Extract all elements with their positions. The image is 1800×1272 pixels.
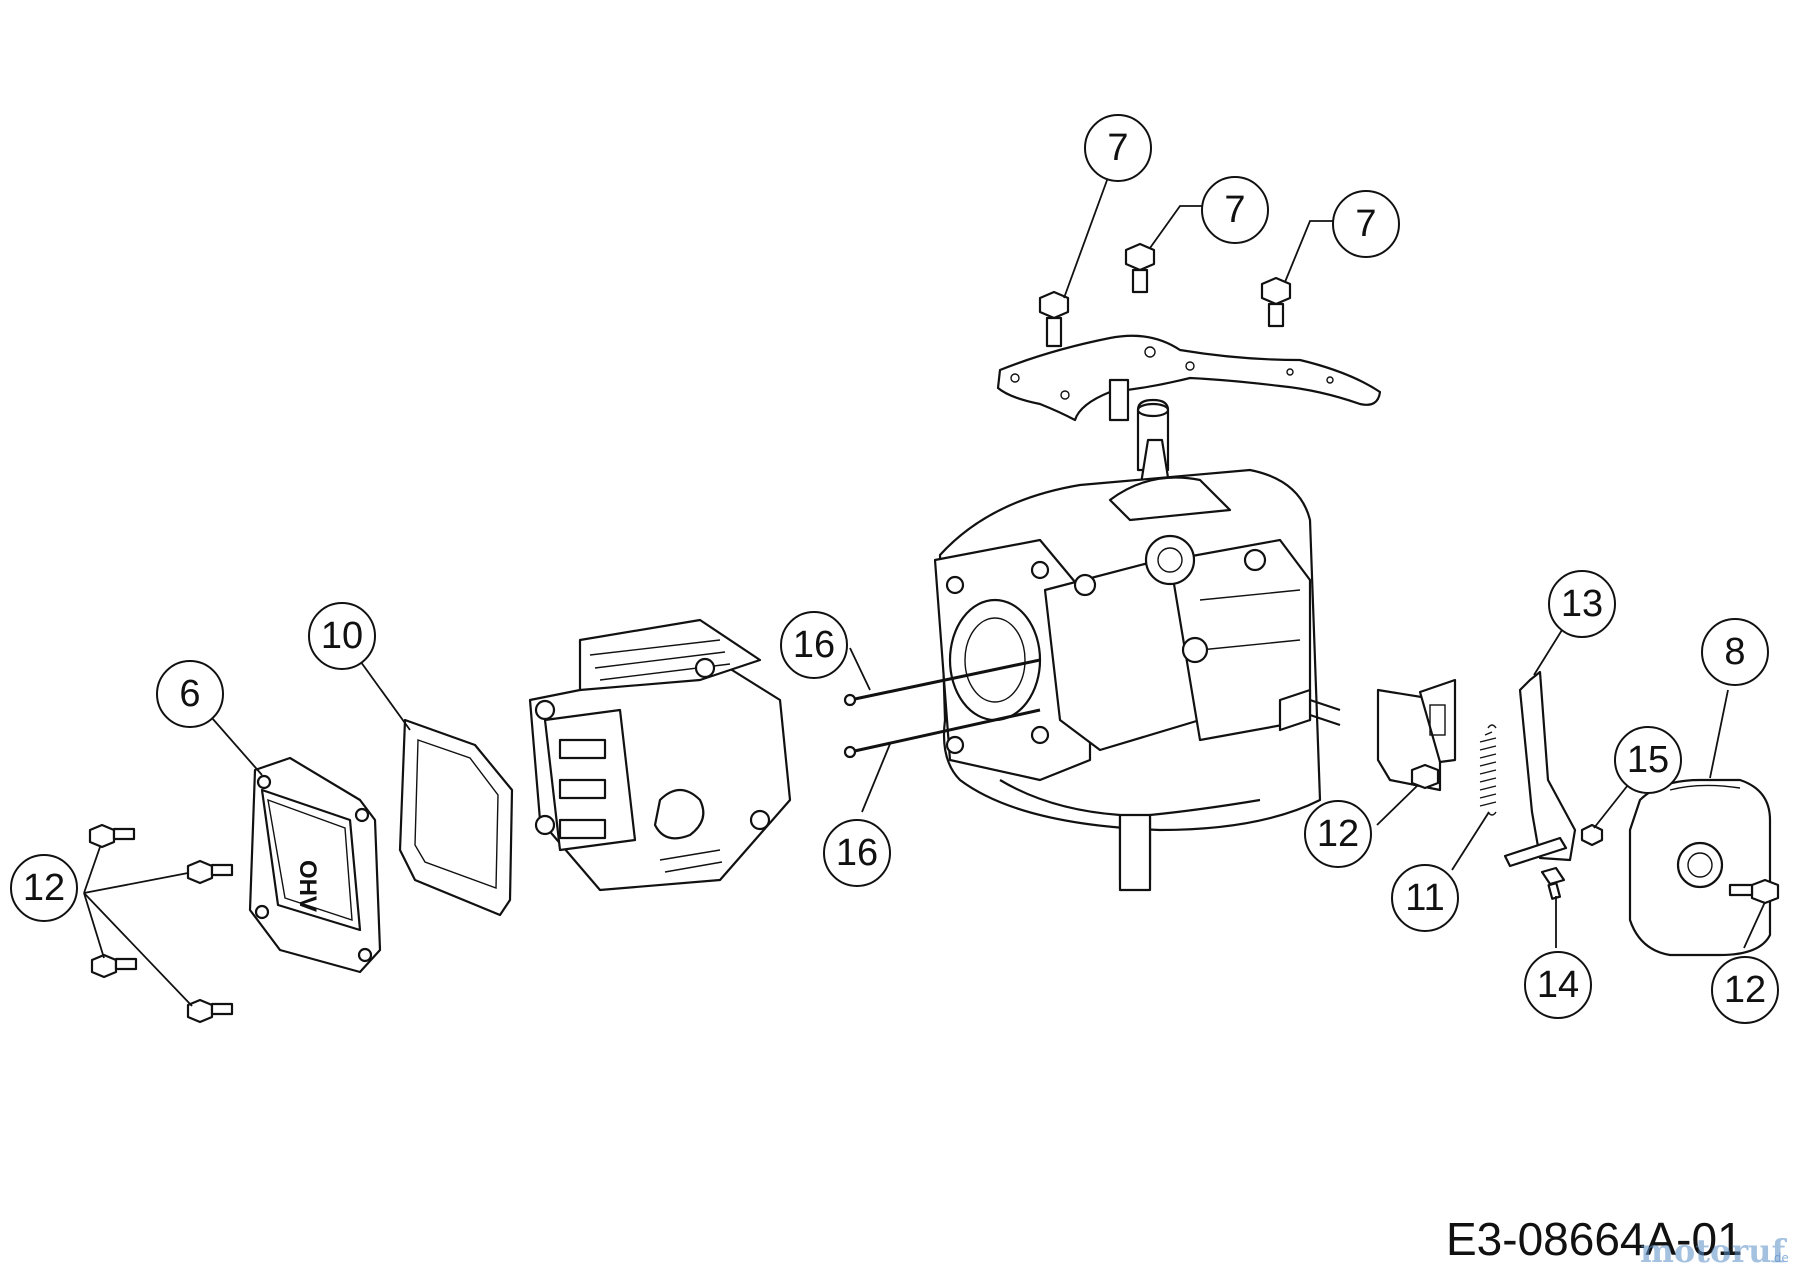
- head-gasket-inner: [414, 739, 499, 889]
- watermark-suffix: .de: [1770, 1251, 1789, 1265]
- crankcase-gasket-holes: [1010, 346, 1334, 400]
- leader-lines: [83, 171, 1766, 1007]
- valve-cover-ohv-text: OHV: [294, 860, 321, 912]
- callout-11: 11: [1391, 864, 1459, 932]
- svg-text:15: 15: [1627, 739, 1669, 781]
- callout-12-left: 12: [10, 854, 78, 922]
- bolt-12-left-2: [186, 859, 234, 885]
- callout-12-right: 12: [1711, 956, 1779, 1024]
- svg-text:7: 7: [1355, 203, 1376, 245]
- callout-12-mid: 12: [1304, 800, 1372, 868]
- svg-text:12: 12: [1724, 969, 1766, 1011]
- bolt-7c: [1260, 276, 1292, 328]
- svg-text:11: 11: [1405, 877, 1444, 919]
- svg-text:12: 12: [1317, 813, 1359, 855]
- callout-8: 8: [1701, 618, 1769, 686]
- cylinder-head: [528, 618, 792, 892]
- svg-text:14: 14: [1537, 964, 1579, 1006]
- diagram-code: E3-08664A-01: [1446, 1213, 1743, 1265]
- bolt-12-mid: [1410, 763, 1440, 790]
- svg-text:10: 10: [321, 615, 363, 657]
- engine-block: [933, 378, 1341, 892]
- bolt-7b: [1124, 242, 1156, 294]
- callout-15: 15: [1614, 726, 1682, 794]
- svg-text:13: 13: [1561, 583, 1603, 625]
- push-rods: [843, 658, 1041, 759]
- callout-7-a: 7: [1084, 114, 1152, 182]
- governor-spring: [1479, 724, 1497, 816]
- screw-14: [1540, 866, 1566, 900]
- callout-7-c: 7: [1332, 190, 1400, 258]
- svg-text:12: 12: [23, 867, 65, 909]
- callout-16-a: 16: [780, 611, 848, 679]
- head-gasket: [398, 718, 514, 917]
- bolt-12-left-3: [90, 953, 138, 979]
- callout-13: 13: [1548, 570, 1616, 638]
- bolt-12-left-1: [88, 823, 136, 849]
- watermark-logo: motoruf: [1640, 1232, 1787, 1270]
- crankcase-gasket: [996, 334, 1382, 422]
- valve-cover: OHV: [248, 756, 382, 974]
- callout-14: 14: [1524, 951, 1592, 1019]
- governor-lever: [1503, 670, 1577, 868]
- nut-15: [1580, 823, 1604, 847]
- bolt-12-right: [1728, 878, 1780, 905]
- bolt-7a: [1038, 290, 1070, 348]
- callout-6: 6: [156, 660, 224, 728]
- svg-text:8: 8: [1724, 631, 1745, 673]
- svg-text:16: 16: [836, 832, 878, 874]
- svg-text:7: 7: [1224, 189, 1245, 231]
- svg-text:7: 7: [1107, 127, 1128, 169]
- bolt-12-left-4: [186, 998, 234, 1024]
- callout-16-b: 16: [823, 819, 891, 887]
- svg-text:16: 16: [793, 624, 835, 666]
- muffler: [1628, 778, 1772, 957]
- callout-10: 10: [308, 602, 376, 670]
- svg-text:6: 6: [179, 673, 200, 715]
- callout-7-b: 7: [1201, 176, 1269, 244]
